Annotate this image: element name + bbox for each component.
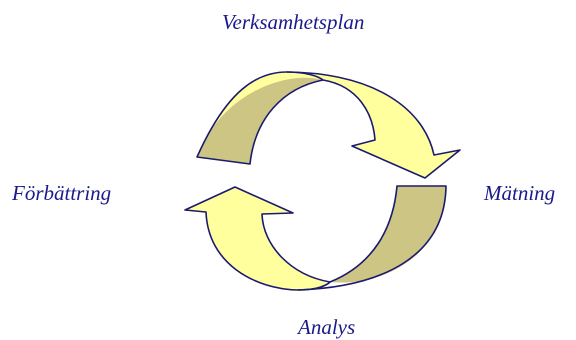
- top-cycle-arrow: [196, 71, 461, 179]
- bottom-cycle-arrow: [184, 185, 447, 291]
- top-arrow-back-face: [197, 77, 323, 164]
- bottom-arrow-front-face: [185, 187, 330, 290]
- top-arrow-front-face: [197, 72, 460, 178]
- top-arrow-fold: [286, 71, 324, 81]
- bottom-arrow-outline: [184, 185, 447, 291]
- stage-label-matning: Mätning: [484, 181, 556, 205]
- stage-label-forbattring: Förbättring: [12, 181, 112, 205]
- bottom-arrow-back-face: [330, 186, 446, 283]
- stage-label-analys: Analys: [298, 315, 356, 339]
- bottom-arrow-fold: [297, 281, 331, 291]
- top-arrow-outline: [196, 71, 461, 179]
- stage-label-verksamhetsplan: Verksamhetsplan: [222, 10, 365, 34]
